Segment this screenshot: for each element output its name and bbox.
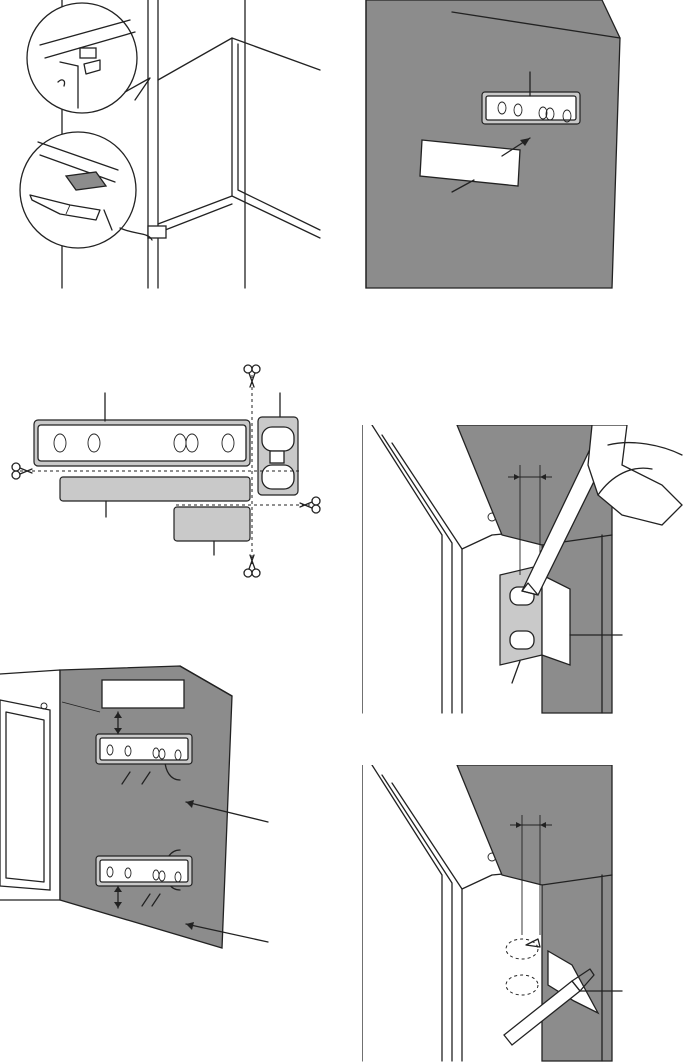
magnifier-callout-icon	[27, 3, 150, 113]
fig-door-brackets-mounted	[0, 660, 330, 950]
fig-mark-hole	[362, 425, 693, 715]
magnifier-callout-icon	[20, 132, 152, 248]
scissors-icon	[244, 555, 260, 577]
fig-screw-bracket	[362, 765, 693, 1062]
fig-hinge-cover-detail	[0, 0, 330, 300]
fig-door-bracket-template	[362, 0, 693, 300]
fig-cut-template	[0, 355, 330, 585]
